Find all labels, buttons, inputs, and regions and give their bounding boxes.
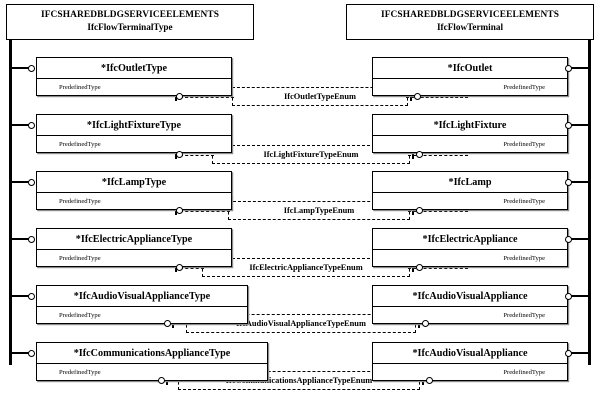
entity-right-attribute-row-4: PredefinedType bbox=[372, 307, 568, 324]
enum-circle-left-row-5 bbox=[158, 377, 165, 384]
entity-left-attribute-row-0: PredefinedType bbox=[36, 79, 232, 96]
left-stub-row-5 bbox=[10, 352, 30, 354]
enum-circle-left-row-2 bbox=[176, 207, 183, 214]
package-header-right: IFCSHAREDBLDGSERVICEELEMENTS IfcFlowTerm… bbox=[346, 4, 594, 40]
entity-right-name-row-5: *IfcAudioVisualAppliance bbox=[372, 342, 568, 364]
left-stub-row-1 bbox=[10, 124, 30, 126]
left-stub-row-3 bbox=[10, 238, 30, 240]
entity-left-row-2: *IfcLampType PredefinedType bbox=[36, 171, 232, 210]
left-association-circle-row-4 bbox=[28, 292, 35, 300]
enum-circle-left-row-4 bbox=[164, 320, 171, 327]
left-association-circle-row-5 bbox=[28, 349, 35, 357]
right-stub-row-4 bbox=[570, 295, 590, 297]
enum-circle-left-row-1 bbox=[176, 151, 183, 158]
entity-left-name-row-3: *IfcElectricApplianceType bbox=[36, 228, 232, 250]
enum-row-0: IfcOutletTypeEnum bbox=[232, 87, 408, 106]
right-trunk-line bbox=[588, 40, 591, 365]
enum-circle-right-row-1 bbox=[416, 151, 423, 158]
entity-left-row-4: *IfcAudioVisualApplianceType PredefinedT… bbox=[36, 285, 248, 324]
right-association-circle-row-4 bbox=[565, 292, 572, 300]
right-association-circle-row-3 bbox=[565, 235, 572, 243]
enum-connector-left-row-2 bbox=[180, 210, 230, 212]
enum-row-1: IfcLightFixtureTypeEnum bbox=[212, 145, 410, 164]
entity-left-name-row-5: *IfcCommunicationsApplianceType bbox=[36, 342, 268, 364]
entity-right-row-3: *IfcElectricAppliance PredefinedType bbox=[372, 228, 568, 267]
enum-circle-right-row-3 bbox=[416, 264, 423, 271]
entity-left-attribute-row-1: PredefinedType bbox=[36, 136, 232, 153]
left-stub-row-2 bbox=[10, 181, 30, 183]
package-left-name: IfcFlowTerminalType bbox=[87, 22, 173, 32]
entity-right-attribute-row-5: PredefinedType bbox=[372, 364, 568, 381]
package-right-name: IfcFlowTerminal bbox=[436, 22, 503, 32]
entity-left-name-row-0: *IfcOutletType bbox=[36, 57, 232, 79]
entity-right-row-4: *IfcAudioVisualAppliance PredefinedType bbox=[372, 285, 568, 324]
package-left-namespace: IFCSHAREDBLDGSERVICEELEMENTS bbox=[40, 10, 220, 20]
enum-connector-left-row-1 bbox=[180, 154, 214, 156]
entity-left-name-row-4: *IfcAudioVisualApplianceType bbox=[36, 285, 248, 307]
enum-circle-right-row-0 bbox=[414, 93, 421, 100]
right-stub-row-3 bbox=[570, 238, 590, 240]
enum-row-2: IfcLampTypeEnum bbox=[228, 201, 410, 220]
enum-circle-right-row-4 bbox=[422, 320, 429, 327]
right-stub-row-1 bbox=[570, 124, 590, 126]
enum-connector-right-row-5 bbox=[424, 380, 468, 382]
enum-connector-left-row-0 bbox=[180, 96, 234, 98]
right-stub-row-0 bbox=[570, 67, 590, 69]
enum-connector-left-row-5 bbox=[162, 380, 180, 382]
entity-right-name-row-1: *IfcLightFixture bbox=[372, 114, 568, 136]
enum-row-3: IfcElectricApplianceTypeEnum bbox=[202, 258, 410, 277]
entity-right-name-row-2: *IfcLamp bbox=[372, 171, 568, 193]
left-stub-row-4 bbox=[10, 295, 30, 297]
entity-right-row-2: *IfcLamp PredefinedType bbox=[372, 171, 568, 210]
left-association-circle-row-2 bbox=[28, 178, 35, 186]
left-stub-row-0 bbox=[10, 67, 30, 69]
left-association-circle-row-1 bbox=[28, 121, 35, 129]
enum-connector-right-row-4 bbox=[420, 323, 468, 325]
package-header-left: IFCSHAREDBLDGSERVICEELEMENTS IfcFlowTerm… bbox=[6, 4, 254, 40]
entity-right-row-1: *IfcLightFixture PredefinedType bbox=[372, 114, 568, 153]
entity-left-attribute-row-4: PredefinedType bbox=[36, 307, 248, 324]
left-trunk-line bbox=[9, 40, 12, 365]
right-association-circle-row-5 bbox=[565, 349, 572, 357]
entity-left-row-3: *IfcElectricApplianceType PredefinedType bbox=[36, 228, 232, 267]
entity-right-attribute-row-0: PredefinedType bbox=[372, 79, 568, 96]
entity-left-attribute-row-2: PredefinedType bbox=[36, 193, 232, 210]
enum-bracket-left-row-1 bbox=[175, 147, 177, 159]
entity-right-attribute-row-3: PredefinedType bbox=[372, 250, 568, 267]
enum-connector-right-row-3 bbox=[408, 267, 468, 269]
enum-connector-right-row-0 bbox=[406, 96, 468, 98]
right-stub-row-2 bbox=[570, 181, 590, 183]
entity-left-name-row-2: *IfcLampType bbox=[36, 171, 232, 193]
enum-connector-left-row-3 bbox=[180, 267, 204, 269]
right-stub-row-5 bbox=[570, 352, 590, 354]
entity-right-name-row-4: *IfcAudioVisualAppliance bbox=[372, 285, 568, 307]
right-association-circle-row-2 bbox=[565, 178, 572, 186]
entity-right-name-row-3: *IfcElectricAppliance bbox=[372, 228, 568, 250]
enum-circle-right-row-5 bbox=[426, 377, 433, 384]
entity-right-row-0: *IfcOutlet PredefinedType bbox=[372, 57, 568, 96]
entity-right-name-row-0: *IfcOutlet bbox=[372, 57, 568, 79]
entity-right-attribute-row-2: PredefinedType bbox=[372, 193, 568, 210]
package-right-namespace: IFCSHAREDBLDGSERVICEELEMENTS bbox=[380, 10, 560, 20]
right-association-circle-row-0 bbox=[565, 64, 572, 72]
entity-left-row-1: *IfcLightFixtureType PredefinedType bbox=[36, 114, 232, 153]
enum-connector-right-row-2 bbox=[408, 210, 468, 212]
entity-left-row-5: *IfcCommunicationsApplianceType Predefin… bbox=[36, 342, 268, 381]
enum-connector-left-row-4 bbox=[170, 323, 188, 325]
entity-left-name-row-1: *IfcLightFixtureType bbox=[36, 114, 232, 136]
enum-circle-left-row-0 bbox=[176, 93, 183, 100]
left-association-circle-row-3 bbox=[28, 235, 35, 243]
left-association-circle-row-0 bbox=[28, 64, 35, 72]
entity-left-row-0: *IfcOutletType PredefinedType bbox=[36, 57, 232, 96]
enum-bracket-right-row-1 bbox=[412, 147, 414, 159]
enum-circle-right-row-2 bbox=[416, 207, 423, 214]
enum-connector-right-row-1 bbox=[408, 154, 468, 156]
right-association-circle-row-1 bbox=[565, 121, 572, 129]
entity-left-attribute-row-3: PredefinedType bbox=[36, 250, 232, 267]
entity-right-attribute-row-1: PredefinedType bbox=[372, 136, 568, 153]
enum-circle-left-row-3 bbox=[176, 264, 183, 271]
entity-left-attribute-row-5: PredefinedType bbox=[36, 364, 268, 381]
entity-right-row-5: *IfcAudioVisualAppliance PredefinedType bbox=[372, 342, 568, 381]
